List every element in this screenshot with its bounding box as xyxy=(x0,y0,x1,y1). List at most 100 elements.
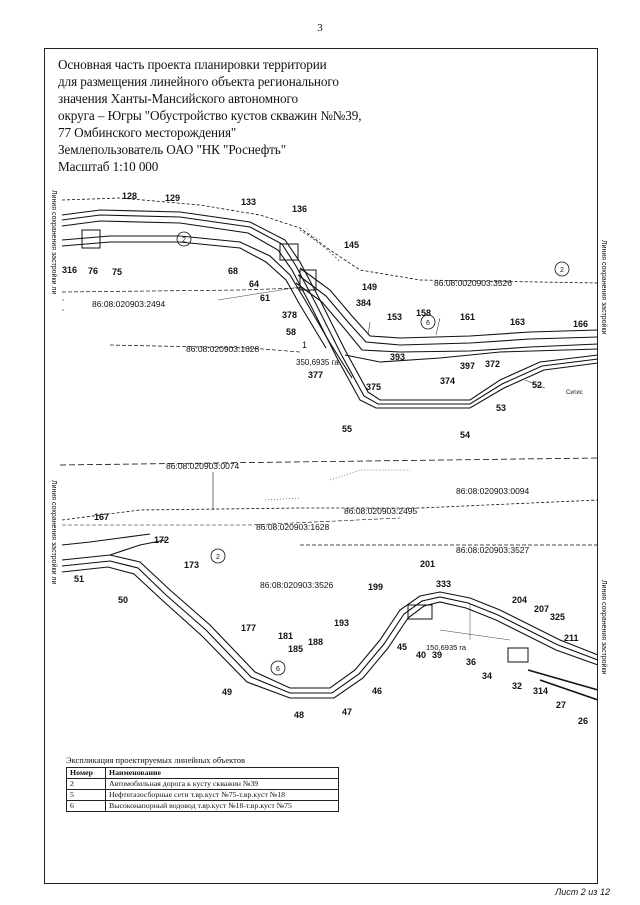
legend-header-row: Номер Наименование xyxy=(66,767,339,779)
object-marker-label: 6 xyxy=(276,666,280,673)
point-label: 167 xyxy=(94,512,109,522)
side-label: Линия сохранения застройки ли xyxy=(50,190,58,294)
legend-cell-name: Нефтегазосборные сети т.вр.куст №75-т.вр… xyxy=(105,789,339,801)
object-marker xyxy=(554,261,570,277)
sheet-count: Лист 2 из 12 xyxy=(555,887,610,897)
point-label: 55 xyxy=(342,424,352,434)
point-label: 26 xyxy=(578,716,588,726)
point-label: 46 xyxy=(372,686,382,696)
point-label: 158 xyxy=(416,308,431,318)
point-label: 393 xyxy=(390,352,405,362)
cadastral-number: 86:08:020903:1628 xyxy=(256,522,330,532)
point-label: 173 xyxy=(184,560,199,570)
facility-block xyxy=(299,269,317,291)
legend-header-number: Номер xyxy=(66,767,106,779)
facility-block xyxy=(407,604,433,620)
point-label: 211 xyxy=(564,633,579,643)
point-label: 49 xyxy=(222,687,232,697)
point-label: 76 xyxy=(88,266,98,276)
point-label: 36 xyxy=(466,657,476,667)
title-line: Землепользователь ОАО "НК "Роснефть" xyxy=(58,142,287,157)
boundary-line xyxy=(109,344,301,353)
cadastral-number: 86:08:020903:0094 xyxy=(456,486,530,496)
point-label: 374 xyxy=(440,376,455,386)
legend-cell-name: Высоконапорный водовод т.вр.куст №18-т.в… xyxy=(105,800,339,812)
point-label: 161 xyxy=(460,312,475,322)
point-label: 199 xyxy=(368,582,383,592)
object-marker-label: 2 xyxy=(216,554,220,561)
road-corridor xyxy=(61,533,599,699)
facility-block xyxy=(507,647,529,663)
legend-cell-name: Автомобильная дорога к кусту скважин №39 xyxy=(105,778,339,790)
scale-label: Масштаб 1:10 000 xyxy=(58,159,159,174)
object-marker-label: 6 xyxy=(426,320,430,327)
cadastral-number: 86:08:020903:0074 xyxy=(166,461,240,471)
side-labels: Линия сохранения застройки ли Линия сохр… xyxy=(50,190,608,675)
point-label: 377 xyxy=(308,370,323,380)
point-label: 27 xyxy=(556,700,566,710)
point-label: 325 xyxy=(550,612,565,622)
lower-map xyxy=(59,457,599,701)
facility-block xyxy=(81,229,101,249)
object-marker xyxy=(210,548,226,564)
legend-table: Номер Наименование 2 Автомобильная дорог… xyxy=(66,767,339,812)
point-label: 181 xyxy=(278,631,293,641)
object-marker-label: 2 xyxy=(182,237,186,244)
point-label: 52 xyxy=(532,380,542,390)
object-marker-label: 2 xyxy=(560,267,564,274)
section-separator xyxy=(59,457,599,466)
point-label: 207 xyxy=(534,604,549,614)
point-label: 1 xyxy=(302,340,307,350)
boundary-line xyxy=(61,499,599,521)
point-label: 172 xyxy=(154,535,169,545)
object-marker xyxy=(176,231,192,247)
map-note: Ситис xyxy=(566,390,583,396)
point-label: 372 xyxy=(485,359,500,369)
point-label: 136 xyxy=(292,204,307,214)
point-label: 58 xyxy=(286,327,296,337)
boundary-line xyxy=(61,197,599,284)
legend: Экспликация проектируемых линейных объек… xyxy=(66,755,339,812)
point-label: 185 xyxy=(288,644,303,654)
point-label: 153 xyxy=(387,312,402,322)
legend-cell-number: 6 xyxy=(66,800,106,812)
lower-map-labels: 2 6 86:08:020903:0074 86:08:020903:0094 … xyxy=(74,461,588,726)
area-label: 150,6935 га xyxy=(426,643,467,652)
road-corridor xyxy=(61,209,599,409)
cadastral-number: 86:08:020903:3527 xyxy=(456,545,530,555)
point-label: 75 xyxy=(112,267,122,277)
point-label: 397 xyxy=(460,361,475,371)
legend-row: 6 Высоконапорный водовод т.вр.куст №18-т… xyxy=(66,800,339,812)
point-label: 145 xyxy=(344,240,359,250)
title-line: значения Ханты-Мансийского автономного xyxy=(58,91,298,106)
point-label: 128 xyxy=(122,191,137,201)
facility-block xyxy=(279,243,299,261)
point-label: 48 xyxy=(294,710,304,720)
legend-header-name: Наименование xyxy=(105,767,339,779)
point-label: 375 xyxy=(366,382,381,392)
legend-title: Экспликация проектируемых линейных объек… xyxy=(66,755,245,765)
point-label: 193 xyxy=(334,618,349,628)
title-line: Основная часть проекта планировки террит… xyxy=(58,57,327,72)
point-label: 204 xyxy=(512,595,527,605)
point-label: 177 xyxy=(241,623,256,633)
cadastral-number: 86:08:020903:1628 xyxy=(186,344,260,354)
point-label: 316 xyxy=(62,265,77,275)
legend-row: 5 Нефтегазосборные сети т.вр.куст №75-т.… xyxy=(66,789,339,801)
point-label: 163 xyxy=(510,317,525,327)
point-label: 47 xyxy=(342,707,352,717)
cadastral-number: 86:08:020903:2494 xyxy=(92,299,166,309)
point-label: 166 xyxy=(573,319,588,329)
point-label: 149 xyxy=(362,282,377,292)
point-label: 61 xyxy=(260,293,270,303)
drawing-frame xyxy=(44,48,598,884)
cadastral-number: 86:08:020903:2495 xyxy=(344,506,418,516)
side-label: Линия сохранения застройки xyxy=(600,580,608,675)
point-label: 64 xyxy=(249,279,259,289)
upper-map xyxy=(61,197,599,409)
point-label: 40 xyxy=(416,650,426,660)
point-label: 129 xyxy=(165,193,180,203)
point-label: 201 xyxy=(420,559,435,569)
upper-map-labels: 2 2 6 128 129 133 136 145 149 384 378 15… xyxy=(62,191,588,440)
